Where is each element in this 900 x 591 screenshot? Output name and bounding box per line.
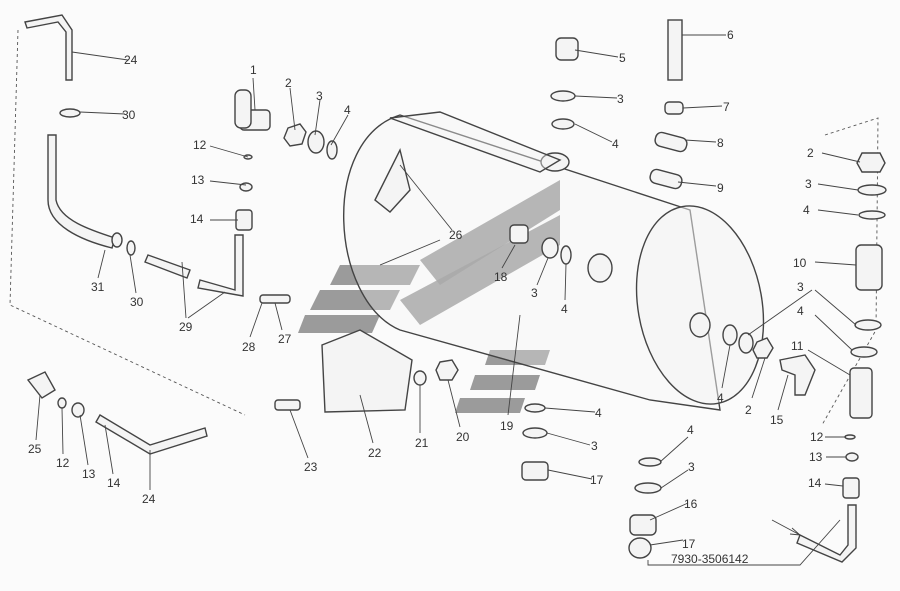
callout-label: 11 (791, 339, 804, 353)
callout-label: 29 (179, 320, 193, 334)
callout-label: 15 (770, 413, 784, 427)
callout-label: 2 (285, 76, 292, 90)
callout-label: 12 (810, 430, 824, 444)
callout-label: 2 (807, 146, 814, 160)
callout-label: 12 (56, 456, 70, 470)
callout-label: 3 (531, 286, 538, 300)
left-group-boundary (9, 29, 246, 416)
pipe-outlet (796, 504, 857, 563)
pipe-29-b (197, 234, 244, 297)
callout-label: 28 (242, 340, 256, 354)
callout-label: 4 (797, 304, 804, 318)
pipe-24-bottom (95, 414, 208, 455)
callout-label: 12 (193, 138, 207, 152)
callout-label: 3 (591, 439, 598, 453)
callout-label: 4 (561, 302, 568, 316)
callout-label: 3 (805, 177, 812, 191)
callout-label: 3 (617, 92, 624, 106)
callout-label: 14 (107, 476, 121, 490)
callout-label: 6 (727, 28, 734, 42)
callout-label: 7 (723, 100, 730, 114)
callout-label: 4 (687, 423, 694, 437)
callout-label: 13 (191, 173, 205, 187)
callout-label: 31 (91, 280, 105, 294)
callout-label: 30 (130, 295, 144, 309)
callout-label: 13 (82, 467, 96, 481)
air-tank (343, 111, 765, 411)
pipe-31 (47, 134, 116, 249)
callout-label: 23 (304, 460, 318, 474)
callout-label: 26 (449, 228, 463, 242)
callout-label: 14 (190, 212, 204, 226)
callout-label: 13 (809, 450, 823, 464)
flow-arrow (771, 519, 802, 536)
callout-label: 4 (344, 103, 351, 117)
callout-label: 4 (612, 137, 619, 151)
callout-label: 20 (456, 430, 470, 444)
callout-label: 1 (250, 63, 257, 77)
callout-label: 24 (142, 492, 156, 506)
callout-label: 22 (368, 446, 382, 460)
callout-label: 27 (278, 332, 292, 346)
part-number: 7930-3506142 (671, 552, 749, 566)
callout-label: 24 (124, 53, 138, 67)
callout-label: 19 (500, 419, 514, 433)
callout-label: 4 (717, 391, 724, 405)
callout-label: 9 (717, 181, 724, 195)
leader-lines (35, 34, 861, 566)
callout-label: 3 (316, 89, 323, 103)
callout-label: 5 (619, 51, 626, 65)
pipe-29-a (144, 254, 191, 279)
callout-label: 8 (717, 136, 724, 150)
callout-label: 25 (28, 442, 42, 456)
pipe-24-top (24, 14, 73, 81)
callout-label: 16 (684, 497, 698, 511)
callout-label: 14 (808, 476, 822, 490)
callout-label: 4 (803, 203, 810, 217)
callout-label: 2 (745, 403, 752, 417)
callout-label: 30 (122, 108, 136, 122)
callout-label: 17 (590, 473, 604, 487)
fittings (26, 19, 887, 559)
mounting-bracket (321, 329, 413, 413)
callout-label: 3 (797, 280, 804, 294)
callout-labels: 24 30 31 30 29 12 13 14 1 2 3 4 28 27 25… (28, 28, 824, 566)
callout-label: 17 (682, 537, 696, 551)
callout-label: 21 (415, 436, 429, 450)
callout-label: 18 (494, 270, 508, 284)
callout-label: 3 (688, 460, 695, 474)
callout-label: 4 (595, 406, 602, 420)
callout-label: 10 (793, 256, 807, 270)
